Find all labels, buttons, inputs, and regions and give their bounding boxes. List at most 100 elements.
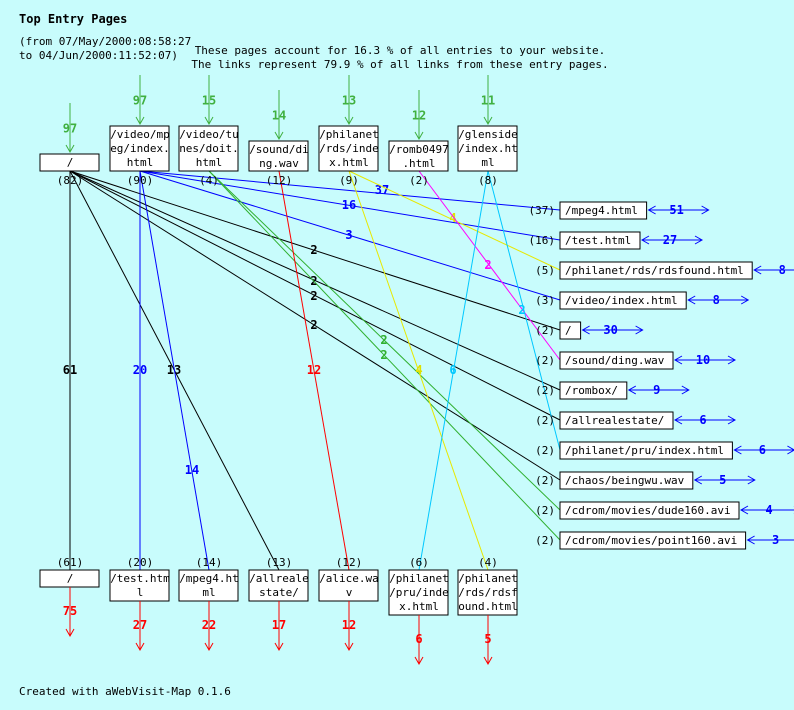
exit-count: 22 [202, 618, 216, 632]
arrowhead-icon [635, 325, 644, 335]
link-value: 61 [63, 363, 77, 377]
entry-count: 97 [133, 94, 147, 108]
side-page-box [559, 531, 747, 550]
entry-page-label: ml [481, 156, 494, 169]
out-count: 8 [713, 293, 720, 307]
exit-count: 5 [484, 632, 491, 646]
arrowhead-icon [640, 235, 650, 245]
link-value: 6 [449, 363, 456, 377]
entry-page-label: /index.ht [458, 142, 518, 155]
side-page-box [559, 381, 628, 400]
entry-page-visits: (9) [339, 174, 359, 187]
link-line [139, 170, 561, 211]
side-page-box [559, 411, 674, 430]
arrowhead-icon [693, 475, 703, 485]
out-count: 10 [696, 353, 710, 367]
link-line [139, 170, 210, 571]
arrowhead-icon [694, 235, 704, 245]
link-line [208, 170, 561, 511]
link-line [69, 170, 561, 421]
link-value: 2 [380, 348, 387, 362]
link-value: 37 [375, 183, 389, 197]
entry-page-box [248, 140, 309, 172]
page-title: Top Entry Pages [19, 12, 128, 26]
exit-page-box [457, 569, 518, 616]
arrowhead-icon [681, 385, 690, 395]
exit-page-label: /test.htm [110, 572, 170, 585]
out-count: 4 [765, 503, 772, 517]
link-line [348, 170, 489, 571]
arrowhead-icon [747, 475, 756, 485]
entry-page-label: /romb0497 [389, 143, 449, 156]
exit-page-label: ml [202, 586, 215, 599]
side-page-box [559, 441, 733, 460]
side-page-label: /allrealestate/ [565, 414, 664, 427]
side-page-label: /sound/ding.wav [565, 354, 665, 367]
entry-page-label: /video/mp [110, 128, 170, 141]
exit-page-box [248, 569, 309, 602]
arrowhead-icon [483, 656, 493, 666]
arrowhead-icon [739, 505, 749, 515]
link-line [348, 170, 561, 271]
exit-page-label: v [346, 586, 353, 599]
entry-page-label: html [127, 156, 154, 169]
side-page-label: /philanet/pru/index.html [565, 444, 724, 457]
arrowhead-icon [135, 116, 145, 126]
exit-page-box [109, 569, 170, 602]
side-page-box [559, 501, 740, 520]
link-value: 20 [133, 363, 147, 377]
exit-page-label: /philanet [458, 572, 518, 585]
link-value: 12 [307, 363, 321, 377]
side-page-label: /cdrom/movies/dude160.avi [565, 504, 731, 517]
side-page-visits: (2) [535, 444, 555, 457]
side-page-visits: (2) [535, 384, 555, 397]
out-count: 6 [699, 413, 706, 427]
exit-page-box [318, 569, 379, 602]
entry-page-label: eg/index. [110, 142, 170, 155]
link-value: 2 [310, 318, 317, 332]
link-value: 2 [380, 333, 387, 347]
exit-count: 6 [415, 632, 422, 646]
exit-page-label: ound.html [458, 600, 518, 613]
entry-page-box [178, 125, 239, 172]
entry-page-label: /glenside [458, 128, 518, 141]
date-range-to: to 04/Jun/2000:11:52:07) [19, 49, 178, 62]
arrowhead-icon [414, 656, 424, 666]
entry-page-box [318, 125, 379, 172]
arrowhead-icon [344, 116, 354, 126]
exit-page-label: state/ [259, 586, 299, 599]
arrowhead-icon [701, 205, 710, 215]
side-page-visits: (16) [529, 234, 556, 247]
link-value: 14 [185, 463, 199, 477]
entry-page-label: ng.wav [259, 157, 299, 170]
arrowhead-icon [727, 355, 737, 365]
exit-page-label: /alice.wa [319, 572, 379, 585]
side-page-visits: (2) [535, 534, 555, 547]
arrowhead-icon [753, 265, 762, 275]
arrowhead-icon [647, 205, 656, 215]
entry-page-label: html [196, 156, 223, 169]
link-value: 2 [310, 243, 317, 257]
arrowhead-icon [787, 445, 794, 455]
out-count: 3 [772, 533, 779, 547]
exit-page-label: /rds/rdsf [458, 586, 518, 599]
link-value: 2 [484, 258, 491, 272]
side-page-box [559, 291, 687, 310]
exit-page-label: /pru/inde [389, 586, 449, 599]
out-count: 30 [603, 323, 617, 337]
out-count: 27 [663, 233, 677, 247]
exit-page-label: / [67, 572, 74, 585]
link-line [69, 170, 561, 391]
exit-count: 17 [272, 618, 286, 632]
link-value: 16 [342, 198, 356, 212]
side-page-label: /test.html [565, 234, 631, 247]
link-line [418, 170, 489, 571]
entry-count: 11 [481, 94, 495, 108]
entry-page-box [457, 125, 518, 172]
entry-page-visits: (12) [266, 174, 293, 187]
side-page-label: /philanet/rds/rdsfound.html [565, 264, 744, 277]
entry-page-visits: (8) [478, 174, 498, 187]
exit-page-label: /mpeg4.ht [179, 572, 239, 585]
